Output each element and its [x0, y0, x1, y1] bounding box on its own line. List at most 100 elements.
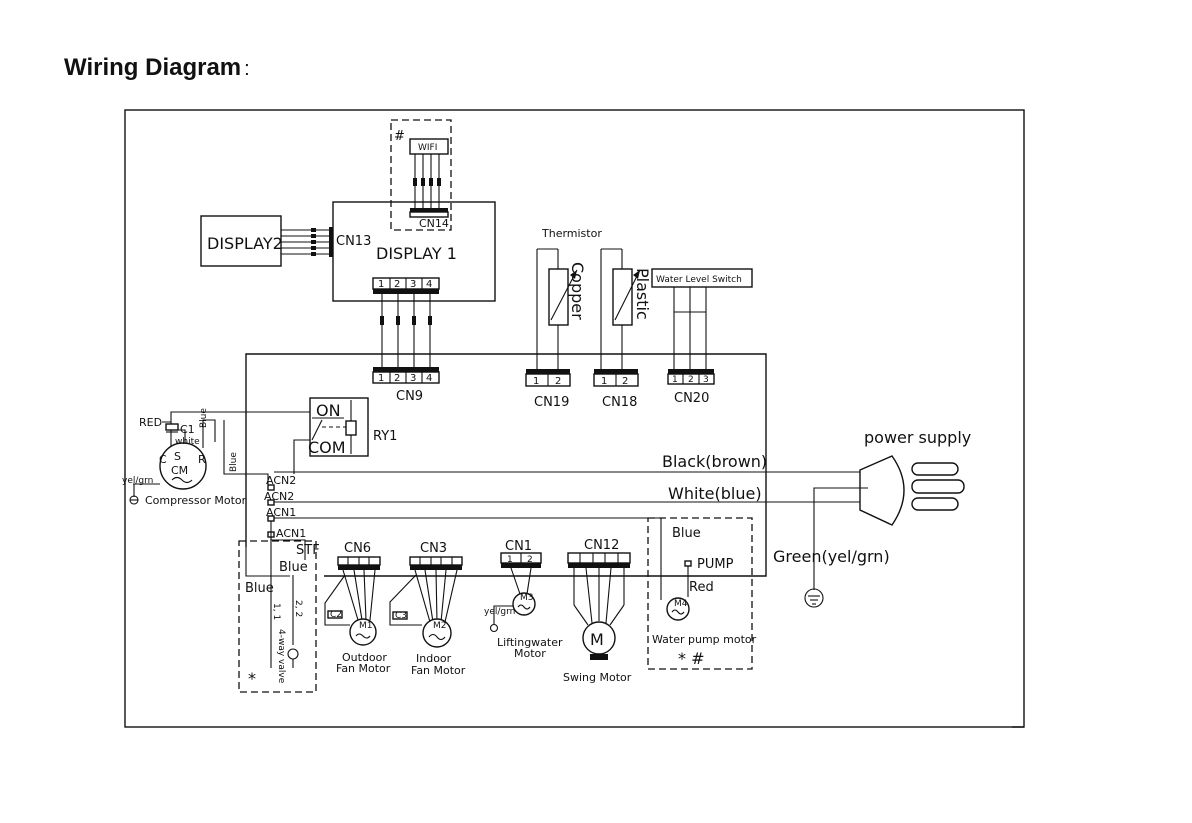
cn19-connector: 1 2: [525, 369, 571, 387]
two-two-label: 2, 2: [293, 600, 303, 617]
yel-grn-label: yel/grn: [122, 476, 153, 486]
svg-text:1: 1: [507, 555, 513, 565]
svg-text:3: 3: [410, 373, 416, 384]
display1-label: DISPLAY 1: [376, 244, 457, 263]
power-plug: [804, 455, 965, 608]
cn6-connector: [337, 556, 381, 570]
lifting-water-motor: [489, 567, 536, 633]
svg-text:1: 1: [378, 373, 384, 384]
white-wire-label: white: [175, 437, 200, 447]
compressor-motor-label: Compressor Motor: [145, 494, 247, 507]
cn9-label: CN9: [396, 389, 423, 404]
blue-left-label: Blue: [245, 581, 274, 596]
svg-text:1: 1: [378, 279, 384, 290]
display1-connector: 1 2 3 4: [372, 277, 440, 294]
green-yel-grn-label: Green(yel/grn): [773, 547, 890, 566]
relay-com-label: COM: [308, 438, 346, 457]
indoor-fan-motor: [389, 569, 458, 648]
blue-pump-label: Blue: [672, 526, 701, 541]
display2-label: DISPLAY2: [207, 234, 283, 253]
display1-to-cn9-wires: [380, 294, 432, 372]
diagram-frame: [124, 109, 1025, 728]
one-one-label: 1, 1: [271, 603, 281, 620]
red-wire-label: RED: [139, 416, 162, 429]
outdoor-fan-motor: [324, 569, 377, 646]
m4-label: M4: [674, 599, 688, 609]
m3-label: M3: [520, 593, 534, 603]
relay-internals: [311, 400, 357, 454]
lifting-water-motor-label-1: Liftingwater: [497, 636, 563, 649]
page-title-text: Wiring Diagram: [64, 54, 242, 81]
plastic-label: Plastic: [633, 268, 652, 320]
cn12-label: CN12: [584, 538, 619, 553]
swing-motor: [573, 567, 625, 660]
indoor-fan-motor-label-2: Fan Motor: [411, 664, 466, 677]
svg-text:3: 3: [703, 375, 709, 385]
relay-ry1-label: RY1: [373, 429, 397, 444]
acn2-a-label: ACN2: [266, 474, 296, 487]
blue-wire-label: Blue: [199, 408, 209, 428]
svg-text:4: 4: [426, 373, 432, 384]
four-way-valve-wiring: [245, 521, 306, 668]
four-way-valve-dashed: [238, 540, 317, 693]
cn20-connector: 1 2 3: [667, 369, 715, 385]
svg-text:1: 1: [533, 376, 539, 387]
acn1-b-label: ACN1: [276, 527, 306, 540]
cn1-label: CN1: [505, 539, 532, 554]
cn18-connector: 1 2: [593, 369, 639, 387]
red-pump-label: Red: [689, 580, 714, 595]
pump-label: PUMP: [697, 557, 734, 572]
water-pump-wiring: [650, 517, 692, 621]
outdoor-fan-motor-label-1: Outdoor: [342, 651, 387, 664]
indoor-fan-motor-label-1: Indoor: [416, 652, 452, 665]
c3-label: C3: [395, 611, 407, 621]
cm-s-label: S: [174, 450, 181, 463]
white-blue-label: White(blue): [668, 484, 762, 503]
svg-text:2: 2: [394, 373, 400, 384]
cn18-label: CN18: [602, 395, 637, 410]
copper-thermistor: [536, 248, 578, 369]
svg-text:2: 2: [527, 555, 533, 565]
page-title: Wiring Diagram:: [64, 54, 250, 82]
m2-label: M2: [433, 621, 447, 631]
water-level-switch-wires: [673, 287, 707, 369]
c1-label: C1: [180, 423, 195, 436]
relay-on-label: ON: [316, 401, 341, 420]
acn1-a-label: ACN1: [266, 506, 296, 519]
wifi-module-dashed: [390, 119, 452, 231]
power-supply-label: power supply: [864, 428, 971, 447]
cn6-label: CN6: [344, 541, 371, 556]
cm-label: CM: [171, 464, 188, 477]
pump-dashed-area: [647, 517, 753, 670]
wifi-wires: [409, 154, 449, 218]
cn1-connector: 1 2: [500, 552, 542, 568]
wifi-box: [409, 138, 449, 155]
m1-label: M1: [359, 621, 373, 631]
star-hash-mark: * #: [678, 649, 705, 668]
svg-text:1: 1: [672, 375, 678, 385]
page-title-colon: :: [244, 58, 250, 80]
stf-label: STF: [296, 543, 320, 558]
four-way-valve-label: 4-way valve: [276, 629, 286, 684]
wifi-label: WIFI: [418, 143, 437, 153]
cn13-label: CN13: [336, 234, 371, 249]
m-swing-label: M: [590, 630, 604, 649]
c2-label: C2: [330, 610, 342, 620]
display2-box: [200, 215, 282, 267]
cn20-label: CN20: [674, 391, 709, 406]
blue-vertical-label: Blue: [229, 452, 239, 472]
cn3-connector: [409, 556, 463, 570]
blue-stf-label: Blue: [279, 560, 308, 575]
cm-r-label: R: [198, 453, 206, 466]
water-level-switch-box: [651, 268, 753, 288]
svg-text:1: 1: [601, 376, 607, 387]
water-pump-motor-label: Water pump motor: [652, 633, 757, 646]
svg-text:2: 2: [394, 279, 400, 290]
wifi-hash-mark: #: [394, 129, 405, 144]
cn9-connector: 1 2 3 4: [372, 367, 440, 384]
cn3-label: CN3: [420, 541, 447, 556]
plastic-thermistor: [600, 248, 641, 369]
swing-motor-label: Swing Motor: [563, 671, 632, 684]
cn12-connector: [567, 552, 631, 568]
